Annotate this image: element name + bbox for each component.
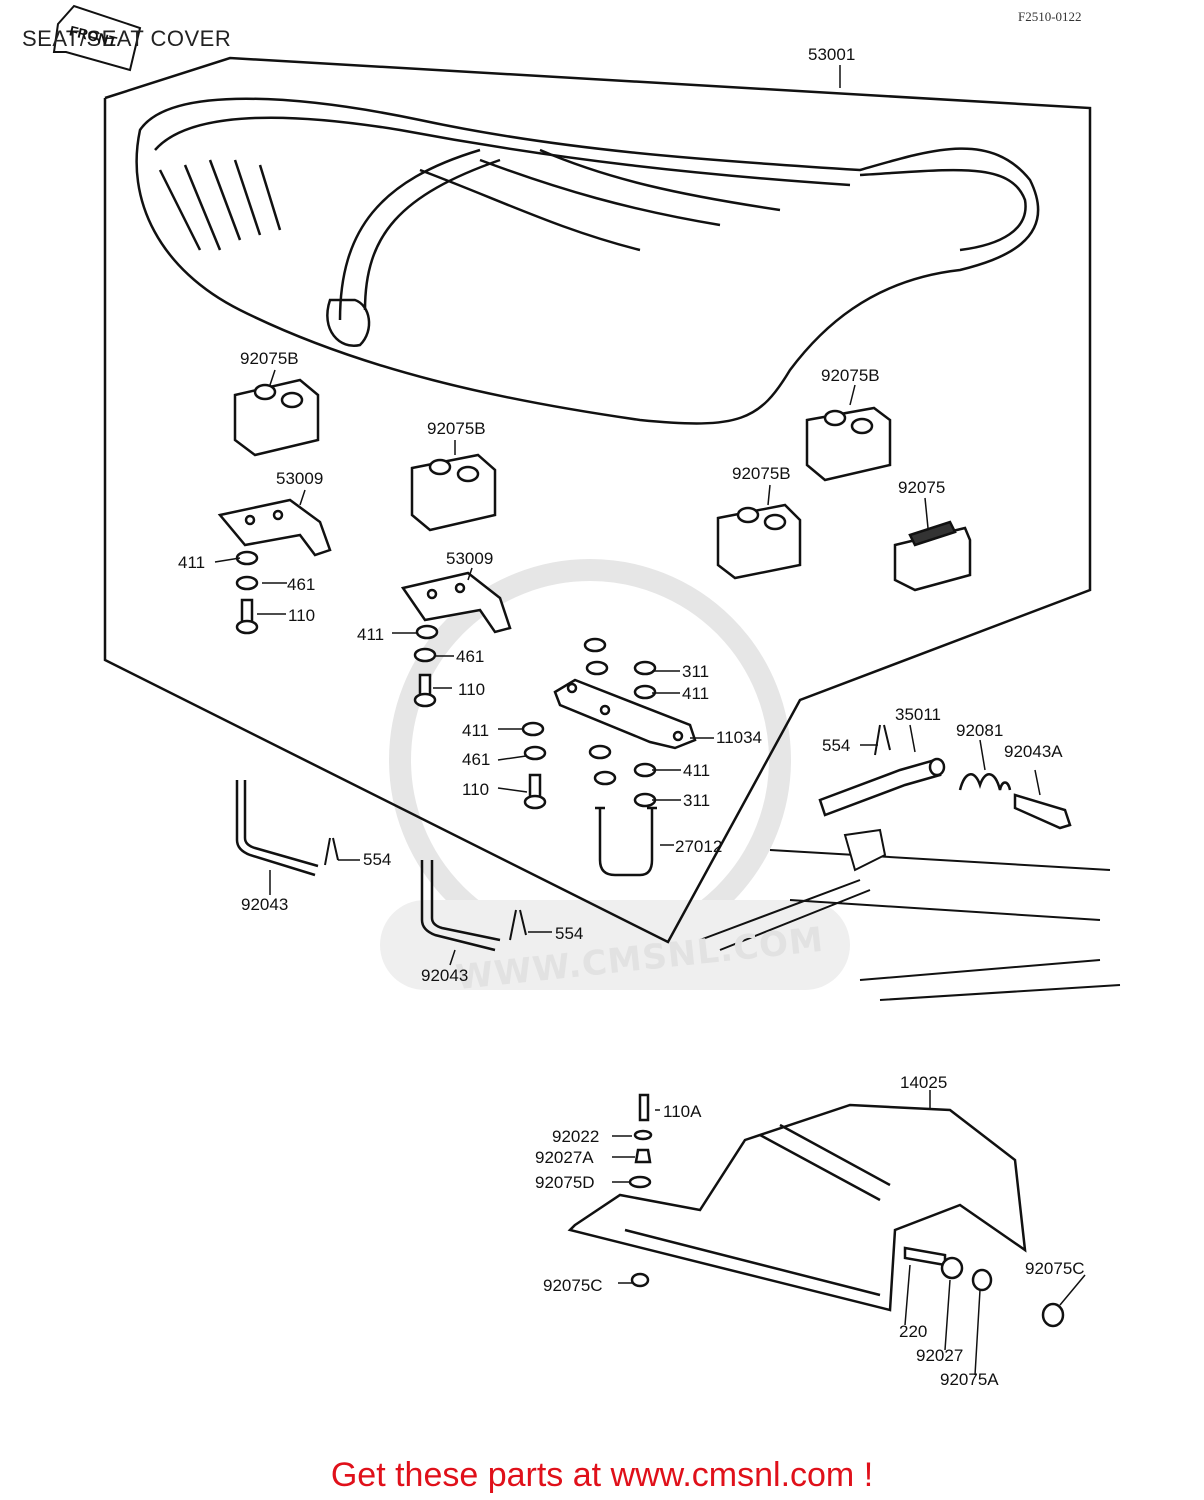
tail-fasteners (628, 1093, 1065, 1328)
part-label-92022: 92022 (552, 1127, 600, 1146)
watermark-logo (380, 559, 850, 990)
part-label-461-3: 461 (462, 750, 491, 769)
part-label-53009-1: 53009 (276, 469, 324, 488)
part-label-411-5: 411 (683, 761, 711, 780)
part-label-461-1: 461 (287, 575, 316, 594)
part-label-92043a: 92043A (1004, 742, 1063, 761)
seat-53001-drawing (135, 97, 1040, 425)
spring-92081 (958, 773, 1012, 791)
part-label-411-3: 411 (682, 684, 710, 703)
part-label-35011: 35011 (895, 705, 942, 724)
part-label-92043-1: 92043 (241, 895, 289, 914)
figure-code: F2510-0122 (1018, 9, 1082, 24)
part-label-27012: 27012 (675, 837, 723, 856)
fasteners (235, 550, 657, 810)
pin-92043a (1013, 793, 1072, 830)
part-label-311-2: 311 (683, 791, 711, 810)
part-label-92027a: 92027A (535, 1148, 594, 1167)
part-label-53009-2: 53009 (446, 549, 494, 568)
part-label-92027: 92027 (916, 1346, 964, 1365)
part-label-92075b-2: 92075B (427, 419, 486, 438)
hinge-35011 (818, 757, 946, 817)
part-label-110-3: 110 (462, 780, 490, 799)
part-label-220: 220 (899, 1322, 928, 1341)
part-label-11034: 11034 (716, 728, 763, 747)
pin-92043-1 (235, 780, 319, 877)
part-label-92075d: 92075D (535, 1173, 595, 1192)
part-label-92075a: 92075A (940, 1370, 999, 1389)
part-label-110-2: 110 (458, 680, 486, 699)
part-label-411-4: 411 (462, 721, 490, 740)
part-label-53001: 53001 (808, 45, 856, 64)
part-label-92075: 92075 (898, 478, 946, 497)
diagram-title: SEAT/SEAT COVER (22, 26, 232, 51)
part-label-92075b-1: 92075B (240, 349, 299, 368)
part-label-554-3: 554 (555, 924, 584, 943)
part-label-461-2: 461 (456, 647, 485, 666)
rubber-block-92075 (893, 520, 972, 592)
part-label-554-2: 554 (363, 850, 392, 869)
pin-92043-2 (420, 860, 501, 952)
leader-lines (214, 65, 1086, 1376)
part-label-92043-2: 92043 (421, 966, 469, 985)
part-label-554-1: 554 (822, 736, 851, 755)
clips-554 (324, 724, 891, 941)
part-label-92081: 92081 (956, 721, 1004, 740)
rubber-block-92075b-4 (716, 503, 802, 580)
part-label-92075b-4: 92075B (732, 464, 791, 483)
part-label-92075c-1: 92075C (543, 1276, 603, 1295)
plate-11034 (553, 678, 697, 750)
part-label-92075b-3: 92075B (821, 366, 880, 385)
bracket-53009-2 (400, 571, 512, 634)
rubber-block-92075b-2 (410, 453, 497, 532)
part-label-92075c-2: 92075C (1025, 1259, 1085, 1278)
rubber-block-92075b-3 (805, 406, 892, 482)
footer-link[interactable]: Get these parts at www.cmsnl.com ! (0, 1456, 1204, 1495)
frame-tubes (699, 828, 1121, 1001)
part-label-110-1: 110 (288, 606, 316, 625)
u-bolt-27012 (595, 806, 657, 877)
bracket-53009-1 (217, 498, 332, 557)
part-label-411-2: 411 (357, 625, 385, 644)
part-label-311-1: 311 (682, 662, 710, 681)
assembly-border (103, 56, 1092, 944)
rubber-block-92075b-1 (233, 378, 320, 457)
tail-cover-14025 (567, 1103, 1027, 1312)
front-arrow-icon (52, 4, 142, 72)
part-label-14025: 14025 (900, 1073, 948, 1092)
footer-link-text[interactable]: Get these parts at www.cmsnl.com ! (330, 1456, 874, 1494)
part-label-110a: 110A (663, 1102, 702, 1121)
part-label-411-1: 411 (178, 553, 206, 572)
